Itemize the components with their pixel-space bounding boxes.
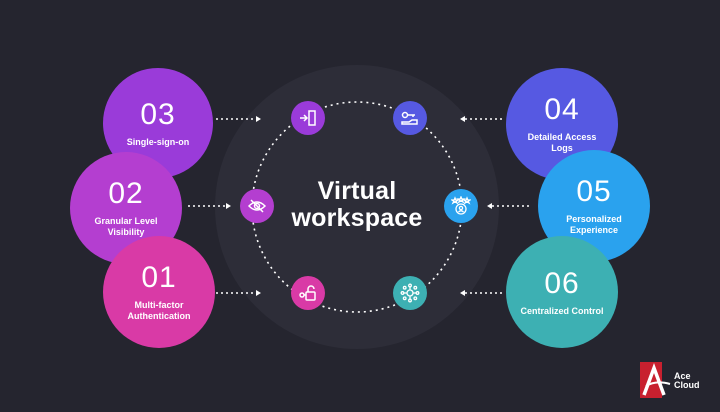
- arrowhead-06: [460, 290, 465, 296]
- logo-text: Ace Cloud: [674, 372, 700, 390]
- feature-number: 01: [141, 261, 177, 294]
- feature-label: Centralized Control: [520, 305, 604, 316]
- center-title-line2: workspace: [291, 204, 423, 232]
- arrowhead-05: [487, 203, 492, 209]
- feature-personalized: 05 Personalized Experience: [538, 150, 650, 262]
- feature-number: 04: [544, 93, 580, 126]
- arrowhead-02: [226, 203, 231, 209]
- door-exit-icon: [291, 101, 325, 135]
- logo-text-line1: Ace: [674, 371, 691, 381]
- feature-label: Multi-factor Authentication: [127, 300, 191, 321]
- feature-centralized-control: 06 Centralized Control: [506, 236, 618, 348]
- feature-label: Granular Level Visibility: [94, 216, 158, 237]
- feature-number: 05: [576, 175, 612, 208]
- center-title-line1: Virtual: [317, 177, 397, 205]
- feature-label: Detailed Access Logs: [527, 132, 597, 153]
- feature-number: 03: [140, 97, 176, 131]
- arrowhead-03: [256, 116, 261, 122]
- ace-cloud-logo: Ace Cloud: [640, 360, 710, 400]
- center-halo: [215, 65, 499, 349]
- feature-multi-factor: 01 Multi-factor Authentication: [103, 236, 215, 348]
- logo-mark-icon: [640, 362, 671, 398]
- feature-number: 06: [544, 266, 580, 300]
- eye-slash-icon: [240, 189, 274, 223]
- feature-label: Single-sign-on: [126, 136, 190, 147]
- hand-key-icon: [393, 101, 427, 135]
- logo-text-line2: Cloud: [674, 380, 700, 390]
- center-title: Virtual workspace: [257, 178, 457, 232]
- unlock-key-icon: [291, 276, 325, 310]
- arrowhead-01: [256, 290, 261, 296]
- feature-label: Personalized Experience: [566, 214, 622, 235]
- arrowhead-04: [460, 116, 465, 122]
- network-hub-icon: [393, 276, 427, 310]
- feature-number: 02: [108, 177, 144, 210]
- user-rating-icon: [444, 189, 478, 223]
